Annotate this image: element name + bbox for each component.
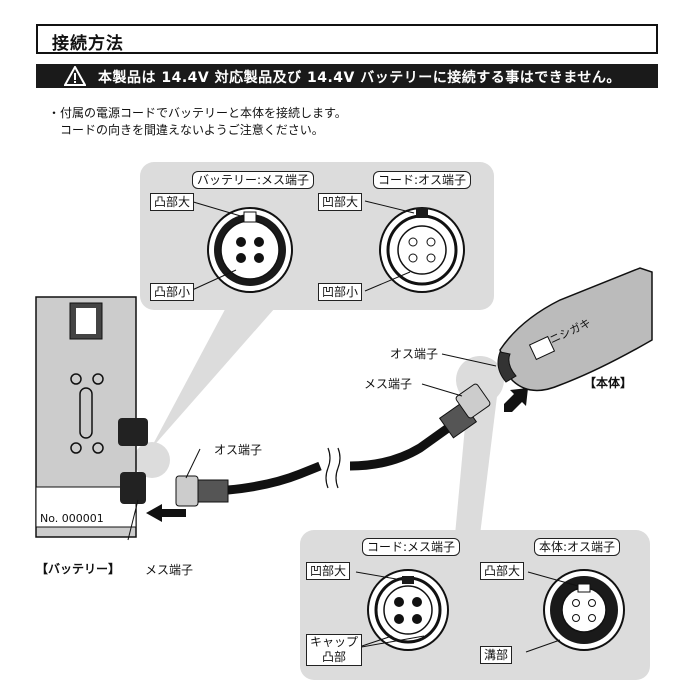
intro-line-2: コードの向きを間違えないようご注意ください。 bbox=[60, 123, 324, 137]
cord-male-end-label: オス端子 bbox=[214, 443, 263, 457]
body-groove-label: 溝部 bbox=[480, 646, 513, 664]
cord-female-title: コード:メス端子 bbox=[362, 538, 461, 556]
section-title-box: 接続方法 bbox=[36, 24, 658, 54]
cord-female-large-recess-label: 凹部大 bbox=[306, 562, 351, 580]
cord-female-connector-diagram bbox=[367, 569, 449, 651]
cap-protrusion-label: キャップ 凸部 bbox=[306, 634, 363, 666]
battery-caption: 【バッテリー】 bbox=[36, 562, 121, 576]
warning-text: 本製品は 14.4V 対応製品及び 14.4V バッテリーに接続する事はできませ… bbox=[98, 70, 621, 86]
warning-banner: 本製品は 14.4V 対応製品及び 14.4V バッテリーに接続する事はできませ… bbox=[36, 64, 658, 88]
battery-large-protrusion-label: 凸部大 bbox=[150, 193, 195, 211]
battery-female-title: バッテリー:メス端子 bbox=[192, 171, 315, 189]
battery-small-protrusion-label: 凸部小 bbox=[150, 283, 195, 301]
body-male-end-label: オス端子 bbox=[390, 347, 439, 361]
cord-small-recess-label: 凹部小 bbox=[318, 283, 363, 301]
battery-unit bbox=[35, 296, 148, 538]
main-body-tool bbox=[497, 267, 653, 392]
cord-female-end-label: メス端子 bbox=[364, 377, 413, 391]
cord-large-recess-label: 凹部大 bbox=[318, 193, 363, 211]
cord-male-connector-diagram bbox=[379, 207, 465, 293]
body-large-protrusion-label: 凸部大 bbox=[480, 562, 525, 580]
battery-female-connector-diagram bbox=[207, 207, 293, 293]
section-title: 接続方法 bbox=[52, 34, 124, 54]
battery-serial-number: No. 000001 bbox=[40, 512, 104, 525]
body-caption: 【本体】 bbox=[584, 376, 633, 390]
power-cord bbox=[175, 383, 491, 507]
cord-male-title: コード:オス端子 bbox=[373, 171, 472, 189]
body-male-title: 本体:オス端子 bbox=[534, 538, 621, 556]
intro-text: ・付属の電源コードでバッテリーと本体を接続します。 コードの向きを間違えないよう… bbox=[48, 105, 347, 139]
body-male-connector-diagram bbox=[543, 569, 625, 651]
intro-line-1: ・付属の電源コードでバッテリーと本体を接続します。 bbox=[48, 106, 347, 120]
cap-label-line1: キャップ bbox=[310, 635, 359, 649]
warning-icon bbox=[64, 66, 86, 86]
cap-label-line2: 凸部 bbox=[322, 650, 347, 664]
battery-female-socket-label: メス端子 bbox=[145, 563, 194, 577]
